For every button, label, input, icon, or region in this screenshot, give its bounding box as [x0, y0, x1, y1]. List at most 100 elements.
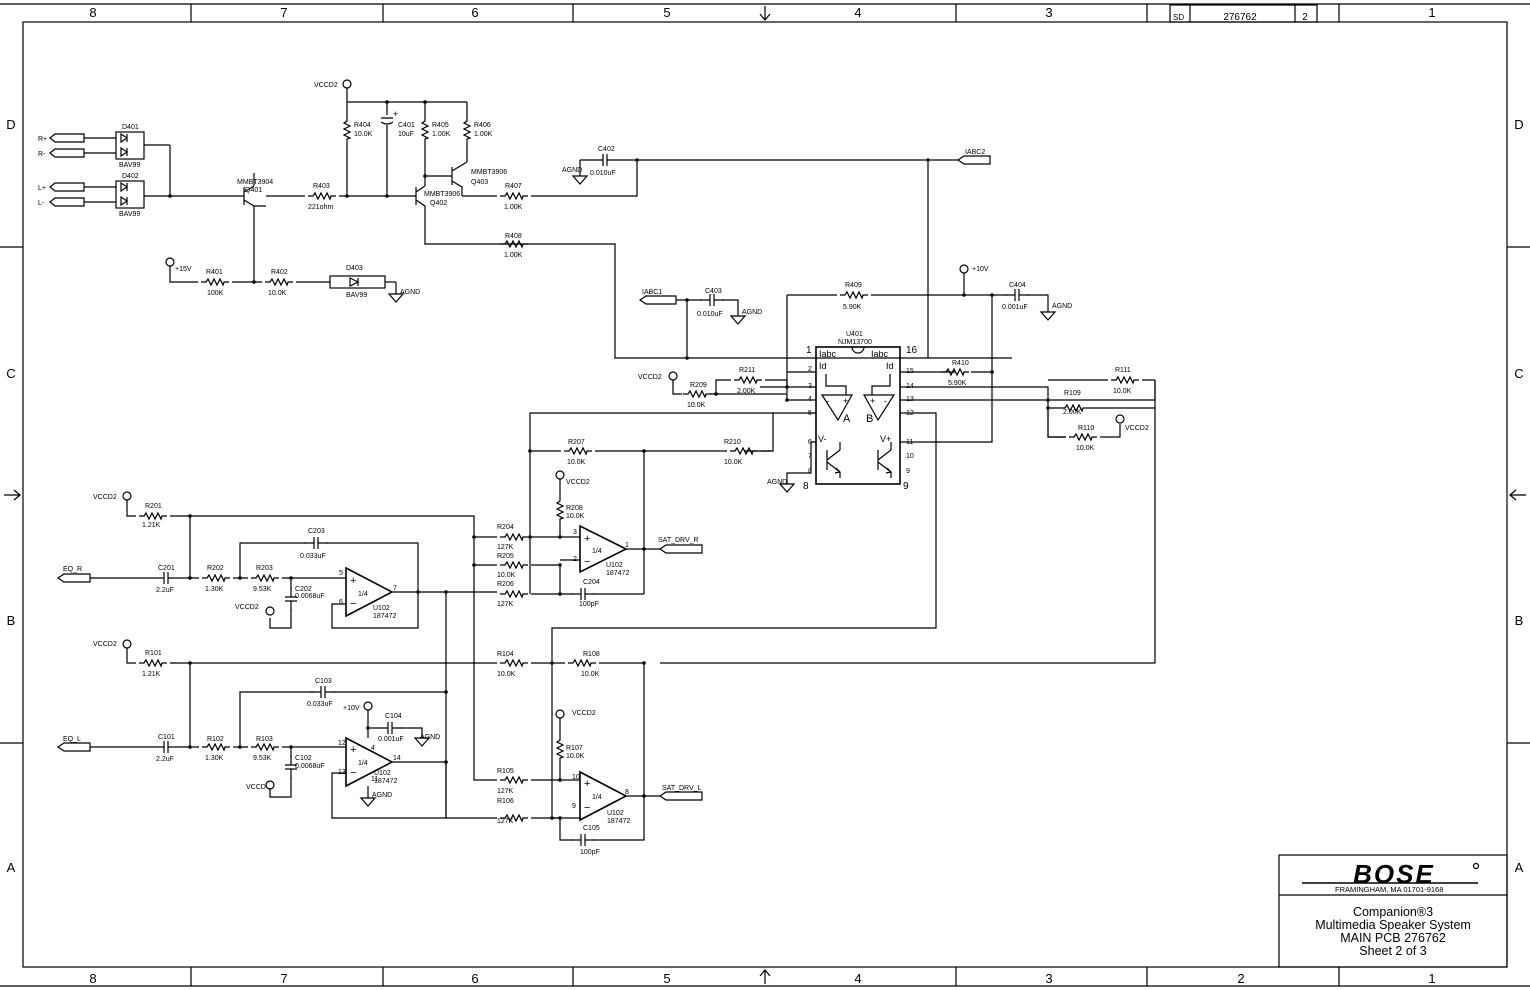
svg-text:+: +	[350, 575, 356, 587]
input-connectors: R+ R- L+ L-	[38, 133, 116, 207]
svg-text:NJM13700: NJM13700	[838, 339, 872, 346]
svg-text:AGND: AGND	[742, 309, 762, 316]
svg-text:AGND: AGND	[372, 792, 392, 799]
svg-text:AGND: AGND	[562, 167, 582, 174]
svg-text:6: 6	[339, 599, 343, 606]
svg-text:5.90K: 5.90K	[948, 380, 967, 387]
svg-text:2: 2	[1237, 971, 1244, 986]
svg-text:D403: D403	[346, 265, 363, 272]
svg-text:V-: V-	[818, 434, 827, 444]
svg-text:C404: C404	[1009, 282, 1026, 289]
svg-text:8: 8	[89, 971, 96, 986]
svg-text:0.001uF: 0.001uF	[1002, 304, 1028, 311]
svg-text:C202: C202	[295, 586, 312, 593]
svg-text:4: 4	[854, 971, 861, 986]
row-labels: D C B A D C B A	[6, 117, 1523, 875]
svg-text:187472: 187472	[373, 613, 396, 620]
svg-text:12: 12	[338, 740, 346, 747]
svg-text:Q403: Q403	[471, 179, 488, 186]
svg-text:0.001uF: 0.001uF	[378, 736, 404, 743]
svg-text:L+: L+	[38, 185, 46, 192]
svg-text:MMBT3906: MMBT3906	[471, 169, 507, 176]
svg-text:−: −	[584, 802, 590, 814]
svg-text:C104: C104	[385, 713, 402, 720]
svg-text:9.53K: 9.53K	[253, 755, 272, 762]
product-description: Multimedia Speaker System	[1315, 918, 1471, 932]
svg-text:0.033uF: 0.033uF	[307, 701, 333, 708]
svg-text:R405: R405	[432, 122, 449, 129]
svg-text:R407: R407	[505, 183, 522, 190]
svg-text:187472: 187472	[374, 778, 397, 785]
svg-text:B: B	[1515, 613, 1524, 628]
svg-text:9: 9	[906, 468, 910, 475]
svg-text:−: −	[350, 767, 356, 779]
svg-text:1.00K: 1.00K	[504, 204, 523, 211]
svg-text:R211: R211	[739, 367, 755, 374]
svg-text:C204: C204	[583, 579, 600, 586]
svg-text:10.0K: 10.0K	[354, 131, 373, 138]
svg-text:10.0K: 10.0K	[268, 290, 287, 297]
diode-d401: D401 BAV99	[115, 124, 170, 169]
svg-text:10: 10	[906, 453, 914, 460]
svg-text:R406: R406	[474, 122, 491, 129]
svg-text:R108: R108	[583, 651, 600, 658]
sheet-number: Sheet 2 of 3	[1359, 944, 1426, 958]
svg-text:100pF: 100pF	[580, 849, 600, 856]
svg-text:U102: U102	[607, 810, 624, 817]
svg-text:Id: Id	[886, 361, 894, 371]
svg-text:R104: R104	[497, 651, 514, 658]
svg-text:R404: R404	[354, 122, 371, 129]
svg-text:5: 5	[663, 5, 670, 20]
svg-text:+15V: +15V	[175, 266, 192, 273]
svg-text:6: 6	[808, 439, 812, 446]
svg-text:1.30K: 1.30K	[205, 586, 224, 593]
svg-text:1/4: 1/4	[358, 591, 368, 598]
svg-text:Q402: Q402	[430, 200, 447, 207]
svg-text:U102: U102	[373, 605, 390, 612]
drawing-number-box: SD 276762 2	[1169, 4, 1318, 23]
svg-text:VCCD2: VCCD2	[572, 710, 596, 717]
svg-text:4: 4	[371, 745, 375, 752]
company-address: FRAMINGHAM, MA 01701-9168	[1335, 885, 1443, 894]
svg-text:AGND: AGND	[1052, 303, 1072, 310]
svg-text:1/4: 1/4	[592, 794, 602, 801]
svg-text:R111: R111	[1115, 367, 1131, 374]
svg-text:100K: 100K	[207, 290, 224, 297]
svg-text:B: B	[866, 413, 873, 425]
svg-text:VCCD2: VCCD2	[93, 494, 117, 501]
svg-text:R110: R110	[1078, 425, 1094, 432]
svg-text:127K: 127K	[497, 818, 514, 825]
svg-text:C101: C101	[158, 734, 175, 741]
svg-text:VCCD2: VCCD2	[638, 374, 662, 381]
svg-text:10uF: 10uF	[398, 131, 414, 138]
svg-text:127K: 127K	[497, 544, 514, 551]
svg-text:R402: R402	[271, 269, 288, 276]
svg-text:U401: U401	[846, 331, 863, 338]
svg-text:V+: V+	[880, 434, 891, 444]
svg-text:8: 8	[808, 468, 812, 475]
svg-text:127K: 127K	[497, 788, 514, 795]
svg-text:6: 6	[471, 5, 478, 20]
svg-text:0.033uF: 0.033uF	[300, 553, 326, 560]
svg-text:+10V: +10V	[972, 266, 989, 273]
svg-text:VCCD2: VCCD2	[1125, 425, 1149, 432]
svg-text:C: C	[6, 366, 15, 381]
svg-text:1.00K: 1.00K	[504, 252, 523, 259]
title-block: BOSE FRAMINGHAM, MA 01701-9168 Companion…	[1278, 854, 1508, 968]
opamp-u102-a: + − 1/4 U102 187472 3 2 1	[573, 524, 629, 577]
svg-text:R206: R206	[497, 581, 514, 588]
svg-text:8: 8	[89, 5, 96, 20]
svg-text:R204: R204	[497, 524, 514, 531]
transistor-q403: MMBT3906 Q403	[425, 161, 507, 196]
svg-text:VCCD2: VCCD2	[314, 82, 338, 89]
svg-text:R101: R101	[145, 650, 162, 657]
transistor-q402: MMBT3906 Q402	[412, 176, 1012, 359]
svg-text:L-: L-	[38, 200, 45, 207]
svg-text:R201: R201	[145, 503, 162, 510]
svg-text:R+: R+	[38, 136, 47, 143]
svg-text:-: -	[884, 396, 887, 406]
svg-text:+10V: +10V	[343, 705, 360, 712]
board-name: MAIN PCB 276762	[1340, 931, 1446, 945]
svg-text:C103: C103	[315, 678, 332, 685]
svg-text:4: 4	[854, 5, 861, 20]
